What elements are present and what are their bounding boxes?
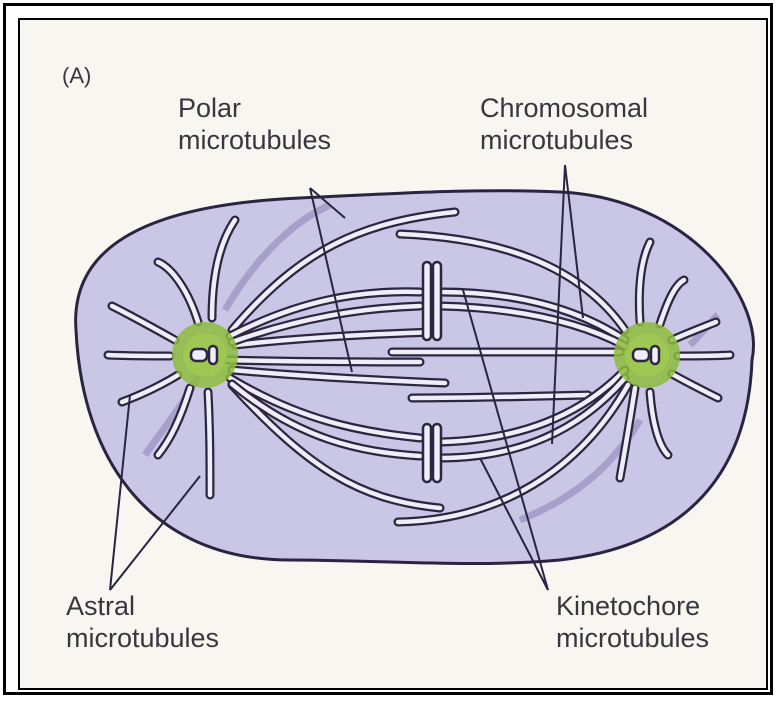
astral-microtubule-core xyxy=(678,355,730,356)
centriole xyxy=(209,346,217,364)
chromatid xyxy=(423,424,431,482)
centriole xyxy=(191,349,207,361)
chromatid xyxy=(423,262,431,340)
astral-microtubule-core xyxy=(208,392,210,495)
kinetochore-microtubule-core xyxy=(228,360,420,362)
chromatid xyxy=(433,424,441,482)
kinetochore-microtubules-label: Kinetochore microtubules xyxy=(556,590,709,654)
centriole xyxy=(651,346,659,364)
centriole xyxy=(633,349,649,361)
chromatid xyxy=(433,262,441,340)
astral-microtubule-core xyxy=(108,355,170,356)
astral-microtubules-label: Astral microtubules xyxy=(66,590,219,654)
panel-label: (A) xyxy=(62,60,91,92)
chromosomal-microtubules-label: Chromosomal microtubules xyxy=(480,92,648,156)
polar-microtubules-label: Polar microtubules xyxy=(178,92,331,156)
